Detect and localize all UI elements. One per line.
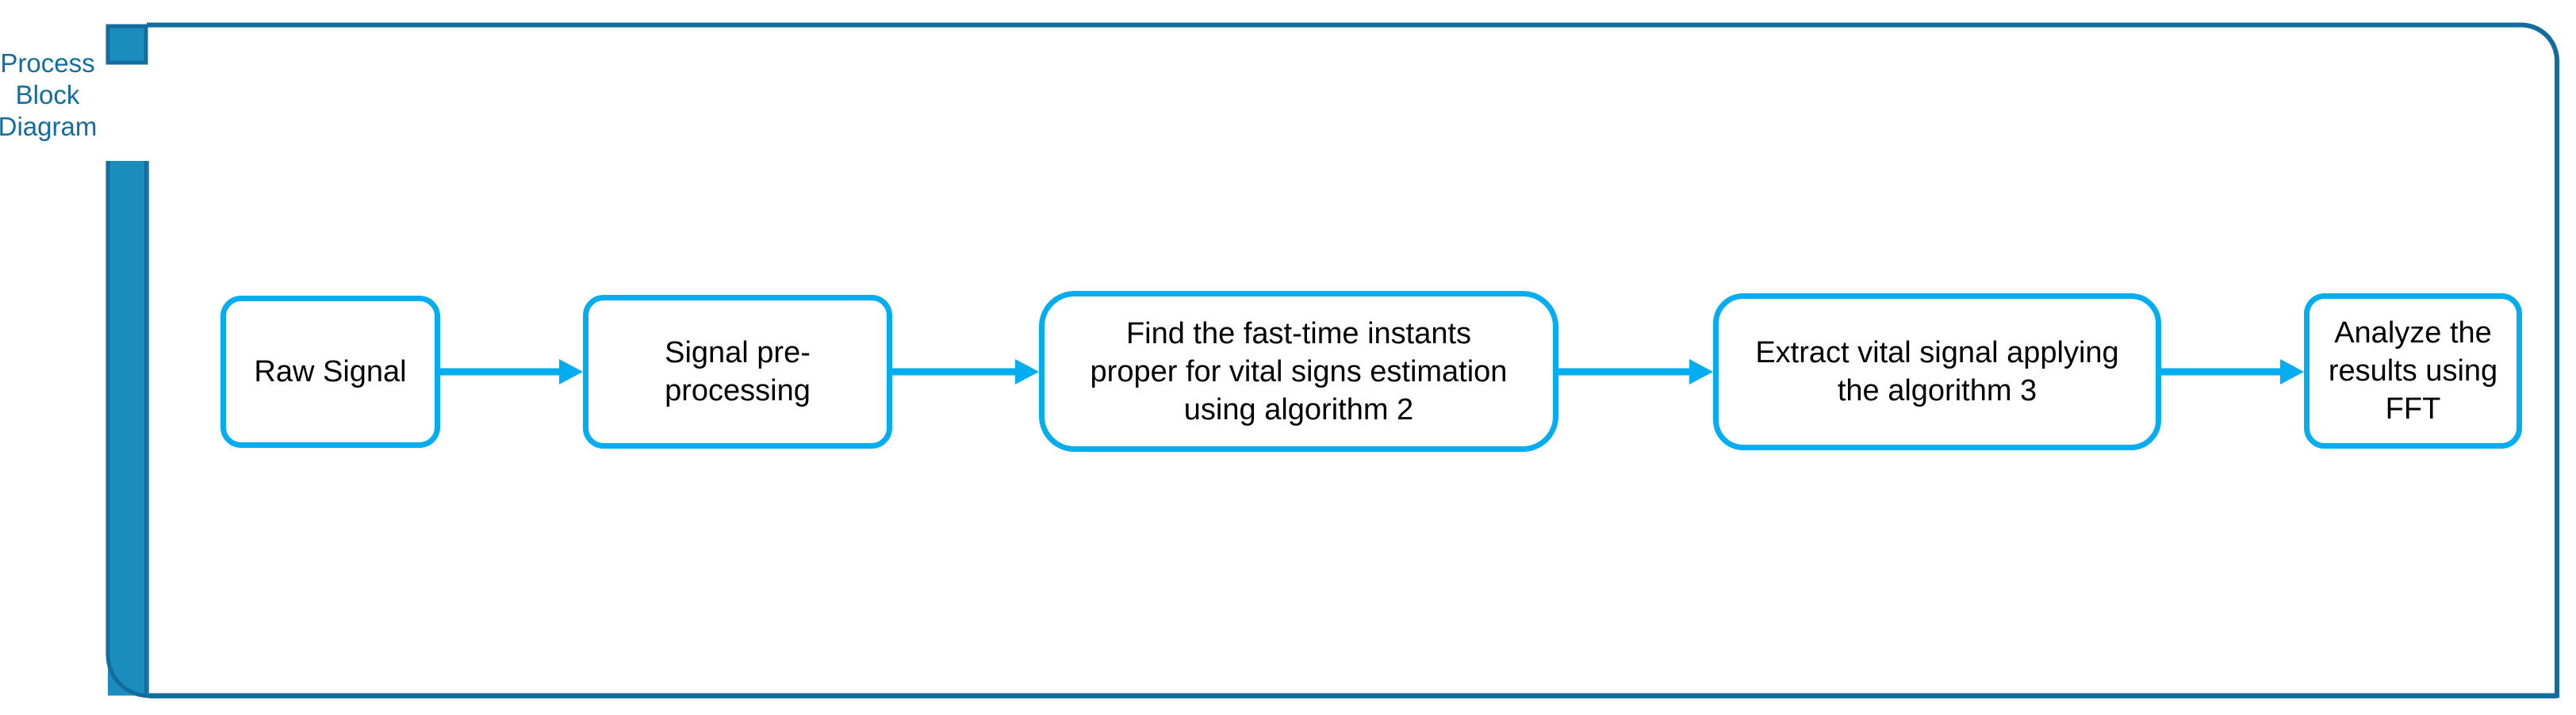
arrow-raw-to-preprocessing — [440, 359, 583, 384]
process-box-find-fast-time-instants[interactable]: Find the fast-time instants proper for v… — [1039, 291, 1558, 452]
process-box-label: Signal pre- processing — [665, 336, 811, 407]
process-box-signal-pre-processing[interactable]: Signal pre- processing — [583, 295, 892, 449]
process-box-extract-vital-signal[interactable]: Extract vital signal applying the algori… — [1713, 293, 2161, 450]
process-box-analyze-results-fft[interactable]: Analyze the results using FFT — [2304, 293, 2522, 449]
arrow-head — [2280, 359, 2304, 384]
process-box-label: Analyze the results using FFT — [2328, 316, 2498, 426]
arrow-head — [1689, 359, 1713, 384]
arrow-head — [1015, 359, 1039, 384]
side-tab-bar-lower-outline — [105, 161, 150, 698]
process-box-label: Find the fast-time instants proper for v… — [1090, 316, 1508, 426]
arrow-extract-to-analyze — [2161, 359, 2304, 384]
side-tab-label: Process Block Diagram — [0, 48, 98, 141]
process-box-label: Extract vital signal applying the algori… — [1755, 336, 2119, 407]
arrow-preprocessing-to-find — [892, 359, 1039, 384]
process-box-label: Raw Signal — [254, 355, 407, 388]
side-tab-bar-upper — [105, 24, 148, 65]
arrow-find-to-extract — [1558, 359, 1713, 384]
process-box-raw-signal[interactable]: Raw Signal — [220, 296, 440, 448]
side-tab-bar-lower-curve — [108, 161, 149, 696]
frame-outline — [147, 22, 2559, 698]
arrow-head — [559, 359, 583, 384]
